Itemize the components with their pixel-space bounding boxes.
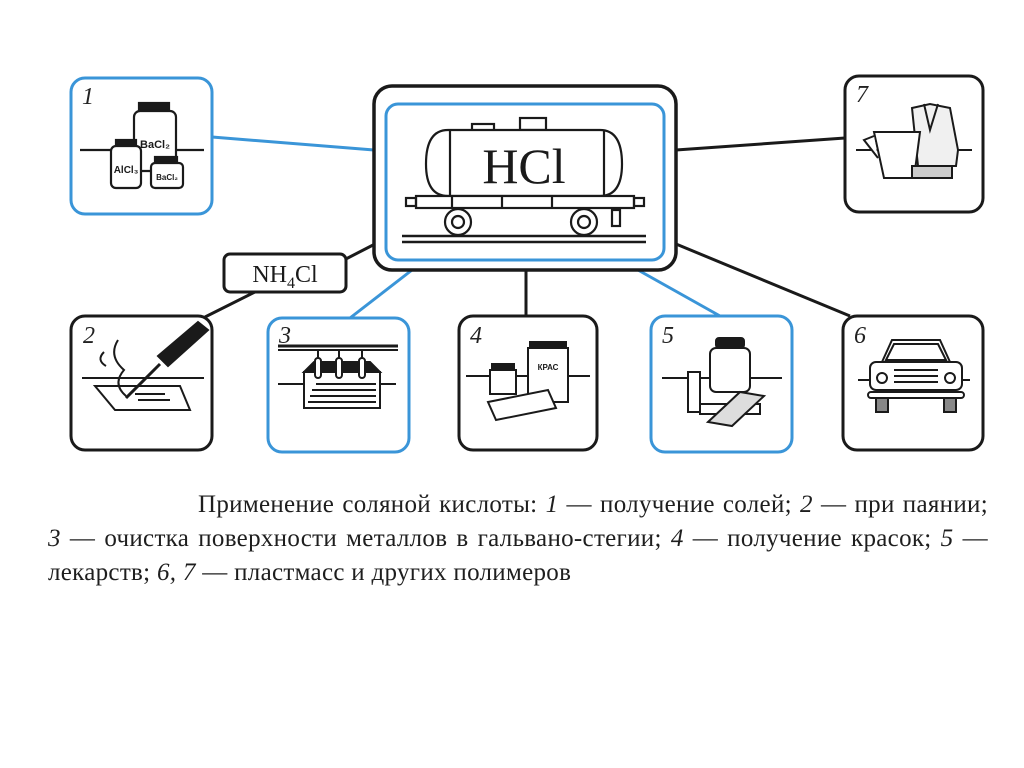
nh4cl-main: NH bbox=[252, 262, 287, 288]
box-4-number: 4 bbox=[470, 323, 482, 349]
box-1-salts: 1 BaCl₂ AlCl₃ BaCl₂ bbox=[69, 76, 214, 216]
electroplating-bath-icon bbox=[278, 344, 398, 409]
caption-num-6-7: 6, 7 bbox=[156, 559, 196, 586]
plastic-goods-icon bbox=[856, 102, 972, 179]
caption-text-4: получение красок; bbox=[727, 525, 932, 552]
box-7-number: 7 bbox=[856, 82, 869, 108]
caption-text-5: лекарств; bbox=[48, 559, 151, 586]
salt-jars-icon: BaCl₂ AlCl₃ BaCl₂ bbox=[80, 101, 204, 190]
paint-cans-icon: КРАС bbox=[466, 341, 590, 422]
caption-text-3: очистка поверхности металлов в гальвано-… bbox=[104, 525, 662, 552]
can-label: КРАС bbox=[538, 363, 559, 372]
box-7-plastics: 7 bbox=[843, 74, 985, 214]
caption-num-3: 3 bbox=[48, 525, 61, 552]
box-2-soldering: 2 bbox=[69, 314, 214, 452]
tank-car-icon bbox=[402, 116, 646, 244]
nh4cl-tail: Cl bbox=[295, 262, 318, 288]
box-4-paints: 4 КРАС bbox=[457, 314, 599, 452]
connector-1 bbox=[211, 135, 375, 152]
box-5-number: 5 bbox=[662, 323, 674, 349]
caption-text-6-7: пластмасс и других полимеров bbox=[234, 559, 572, 586]
caption-num-2: 2 bbox=[800, 491, 813, 518]
box-5-medicines: 5 bbox=[649, 314, 794, 454]
figure-caption: Применение соляной кислоты: 1 — получени… bbox=[48, 491, 988, 586]
nh4cl-label-box: NH4Cl bbox=[222, 252, 348, 294]
caption-text-1: получение солей; bbox=[600, 491, 792, 518]
box-2-number: 2 bbox=[83, 323, 95, 349]
nh4cl-sub: 4 bbox=[287, 275, 295, 292]
caption-num-1: 1 bbox=[545, 491, 559, 518]
jar-label-1: BaCl₂ bbox=[140, 139, 170, 151]
box-6-number: 6 bbox=[854, 323, 866, 349]
svg-text:NH4Cl: NH4Cl bbox=[252, 262, 318, 292]
box-3-electroplating: 3 bbox=[266, 316, 411, 454]
connector-5 bbox=[637, 268, 721, 318]
center-box: HCl bbox=[372, 84, 678, 272]
center-formula: HCl bbox=[482, 138, 565, 194]
soldering-iron-icon bbox=[82, 320, 210, 411]
box-6-car: 6 bbox=[841, 314, 985, 452]
connector-7 bbox=[675, 136, 846, 152]
jar-label-3: BaCl₂ bbox=[156, 173, 178, 182]
caption-title: Применение соляной кислоты: bbox=[198, 491, 538, 518]
connector-3 bbox=[349, 268, 413, 320]
jar-label-2: AlCl₃ bbox=[114, 165, 139, 176]
connector-2 bbox=[204, 290, 256, 319]
box-1-number: 1 bbox=[82, 84, 94, 110]
medicine-icon bbox=[662, 337, 782, 428]
caption-num-4: 4 bbox=[670, 525, 684, 552]
caption-num-5: 5 bbox=[940, 525, 954, 552]
box-3-number: 3 bbox=[278, 323, 291, 349]
caption-text-2: при паянии; bbox=[854, 491, 988, 518]
connector-6 bbox=[675, 242, 851, 318]
car-icon bbox=[858, 339, 970, 413]
